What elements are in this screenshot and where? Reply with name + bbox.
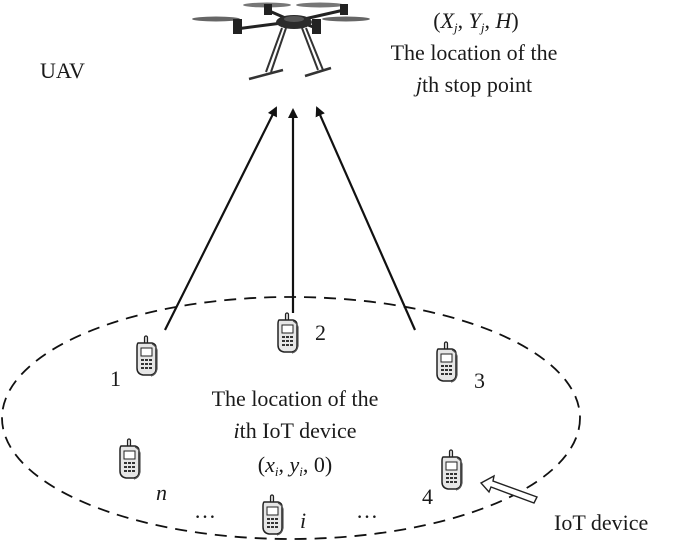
- var-i: i: [233, 418, 240, 443]
- desc-rest: th stop point: [422, 72, 533, 97]
- device-label-i: i: [300, 508, 307, 533]
- var-h: H: [495, 8, 512, 33]
- iot-device-icon-3: [436, 341, 458, 383]
- ellipsis-left: …: [194, 498, 216, 523]
- device-label-4: 4: [422, 484, 433, 509]
- device-description-line1: The location of the: [211, 386, 379, 411]
- sep: ,: [278, 452, 290, 477]
- var-x: X: [440, 8, 455, 33]
- uav-coordinate-label: (Xj, Yj, H): [388, 8, 564, 34]
- uav-drone-icon: [192, 2, 370, 81]
- device-label-1: 1: [110, 366, 121, 391]
- sub-j: j: [480, 20, 485, 35]
- iot-device-icon-i: [262, 494, 284, 536]
- var-y: Y: [468, 8, 481, 33]
- device-label-3: 3: [474, 368, 485, 393]
- sub-i: i: [299, 464, 303, 479]
- legend-pointer-arrow: [479, 474, 538, 504]
- legend-iot-device-label: IoT device: [554, 510, 649, 535]
- var-x: x: [265, 452, 275, 477]
- device-label-2: 2: [315, 320, 326, 345]
- paren-close: ): [324, 452, 333, 477]
- var-y: y: [289, 452, 300, 477]
- ellipsis-right: …: [356, 498, 378, 523]
- device-coordinate-label: (xi, yi, 0): [170, 452, 420, 478]
- device-description-line2: ith IoT device: [170, 418, 420, 444]
- paren-open: (: [257, 452, 266, 477]
- uav-description-line1: The location of the: [390, 40, 558, 65]
- paren-close: ): [511, 8, 519, 33]
- desc-rest: th IoT device: [239, 418, 357, 443]
- sub-i: i: [274, 464, 279, 479]
- coverage-area-ellipse: [1, 296, 581, 540]
- iot-device-icon-4: [441, 449, 463, 491]
- zero: 0: [313, 452, 325, 477]
- iot-device-icon-n: [119, 438, 141, 480]
- uav-label: UAV: [40, 58, 85, 83]
- paren-open: (: [433, 8, 441, 33]
- sub-j: j: [454, 20, 458, 35]
- sep: ,: [302, 452, 314, 477]
- var-j: j: [415, 72, 423, 97]
- sep: ,: [457, 8, 469, 33]
- uplink-arrow-device-1: [164, 106, 277, 331]
- sep: ,: [484, 8, 496, 33]
- uplink-arrow-device-3: [315, 106, 417, 331]
- iot-device-icon-2: [277, 312, 299, 354]
- uav-description-line2: jth stop point: [374, 72, 574, 98]
- iot-device-icon-1: [136, 335, 158, 377]
- device-label-n: n: [156, 480, 167, 505]
